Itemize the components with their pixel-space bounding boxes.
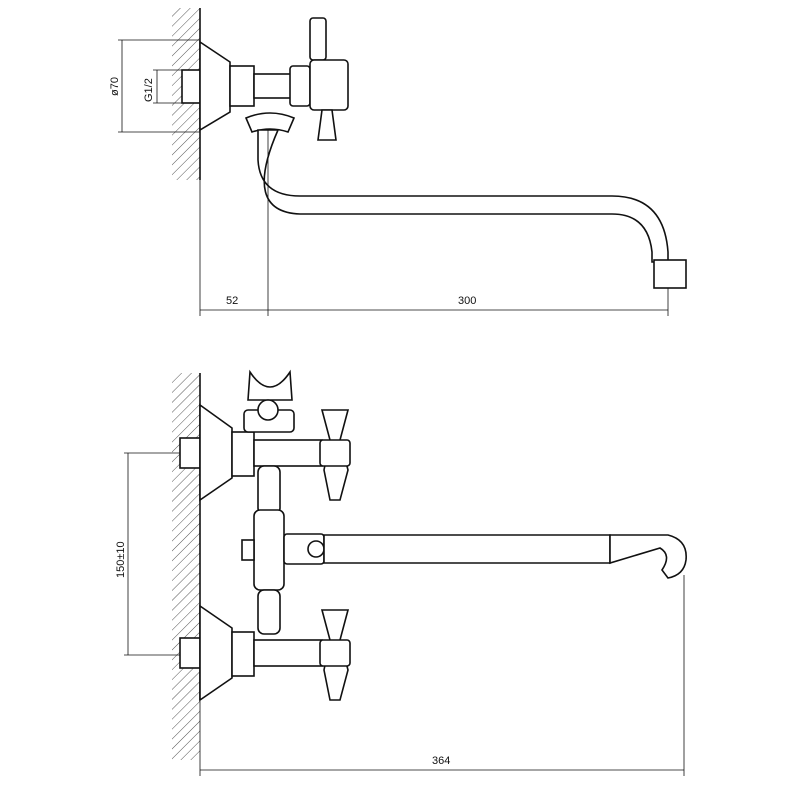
- spout-nozzle: [653, 259, 687, 289]
- handle-body: [309, 59, 349, 111]
- lower-flange: [199, 604, 233, 702]
- diverter: [253, 509, 285, 591]
- lower-nut: [231, 631, 255, 677]
- spout: [257, 129, 669, 263]
- inlet-spacing-label: 150±10: [115, 541, 127, 578]
- wall-offset-label: 52: [226, 295, 238, 307]
- top-view: ø70 G1/2 52 300: [109, 8, 687, 316]
- flange-diameter-label: ø70: [109, 77, 121, 96]
- swivel-nut: [244, 112, 296, 133]
- spout-pipe: [323, 534, 611, 564]
- handle-top: [309, 17, 327, 61]
- nut: [229, 65, 255, 107]
- shower-holder: [247, 369, 293, 401]
- front-view: 150±10 364: [115, 369, 687, 776]
- inlet-thread: [181, 69, 201, 104]
- handle-lever: [317, 109, 337, 141]
- thread-label: G1/2: [143, 78, 155, 102]
- wall-hatch: [172, 373, 200, 760]
- overall-length-label: 364: [432, 755, 450, 767]
- spout-length-label: 300: [458, 295, 476, 307]
- upper-flange: [199, 403, 233, 502]
- upper-nut: [231, 431, 255, 477]
- flange: [199, 40, 231, 132]
- spout-end: [609, 534, 687, 579]
